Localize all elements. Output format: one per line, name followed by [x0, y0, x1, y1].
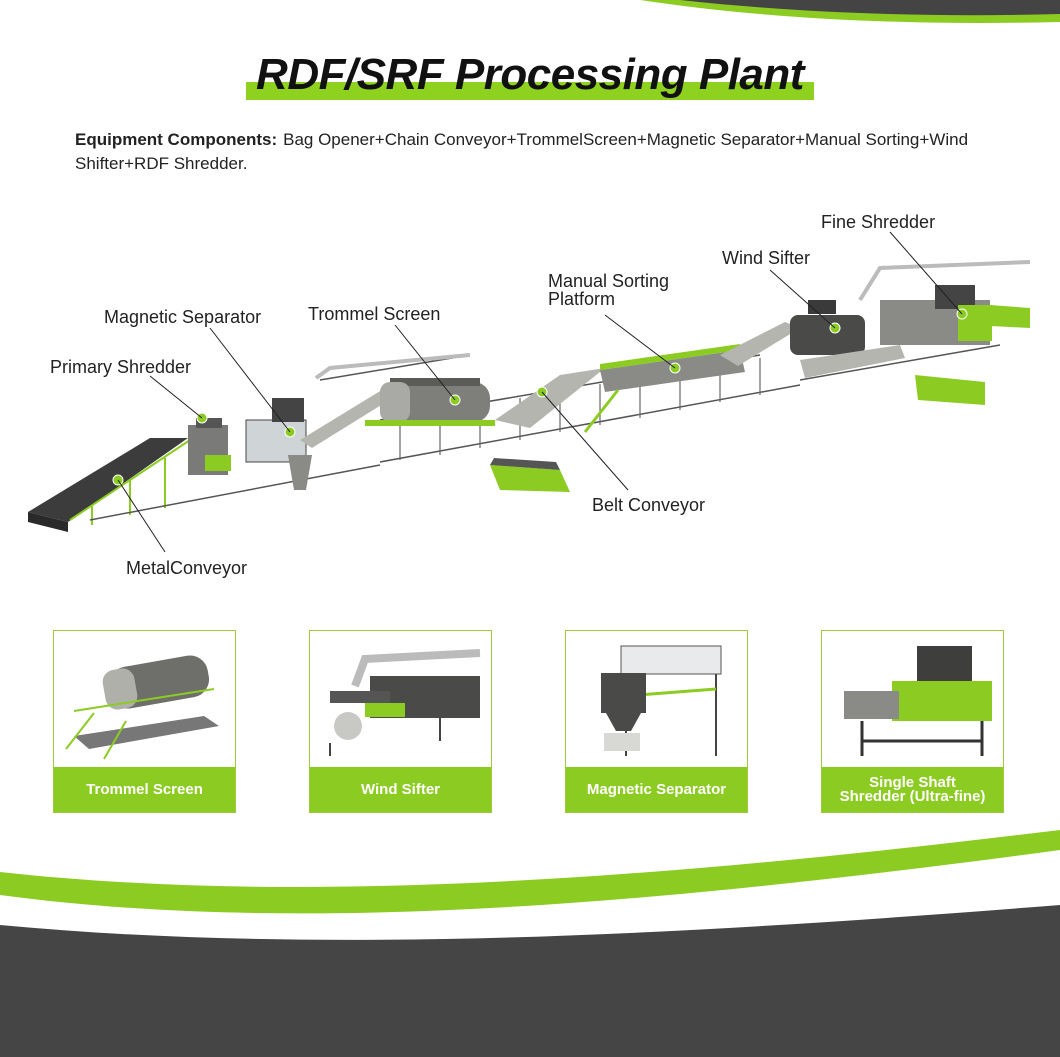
trommel-screen-machine: [314, 353, 495, 426]
components-label: Equipment Components:: [75, 130, 278, 149]
callout-belt-conveyor: Belt Conveyor: [592, 495, 706, 515]
fine-shredder-machine: [858, 260, 1031, 345]
callout-trommel-screen: Trommel Screen: [308, 304, 441, 324]
magnetic-separator-machine: [245, 398, 312, 490]
equipment-components: Equipment Components:Bag Opener+Chain Co…: [75, 128, 975, 176]
title-underline-bar: [246, 82, 814, 100]
callout-fine-shredder: Fine Shredder: [821, 212, 936, 232]
card-caption-line1: Single Shaft: [869, 773, 956, 791]
card-caption-line2: Shredder (Ultra-fine): [839, 787, 986, 805]
callout-magnetic-separator: Magnetic Separator: [104, 307, 262, 327]
components-text: Bag Opener+Chain Conveyor+TrommelScreen+…: [75, 130, 969, 173]
card-caption: Wind Sifter: [310, 767, 491, 812]
callout-manual-sorting-platform: Manual Sorting Platform: [548, 271, 670, 309]
magnetic-separator-icon: [601, 645, 722, 756]
product-card-wind-sifter: Wind Sifter: [309, 630, 492, 813]
card-caption: Trommel Screen: [54, 767, 235, 812]
metal-conveyor-machine: [28, 438, 191, 532]
wind-sifter-icon: [329, 649, 481, 756]
callout-primary-shredder: Primary Shredder: [50, 357, 192, 377]
callout-wind-sifter: Wind Sifter: [722, 248, 811, 268]
plant-illustration: [28, 231, 1031, 553]
title-text: RDF/SRF Processing Plant: [256, 50, 804, 99]
card-caption: Magnetic Separator: [566, 767, 747, 812]
product-card-trommel-screen: Trommel Screen: [53, 630, 236, 813]
manual-sorting-platform-machine: [583, 344, 745, 433]
page-title: RDF/SRF Processing Plant: [246, 50, 814, 102]
shredder-icon: [844, 646, 992, 756]
product-card-magnetic-separator: Magnetic Separator: [565, 630, 748, 813]
primary-shredder-machine: [188, 418, 231, 475]
collection-bin-1: [490, 458, 570, 492]
trommel-screen-icon: [65, 655, 219, 760]
callout-metal-conveyor: MetalConveyor: [126, 558, 248, 578]
